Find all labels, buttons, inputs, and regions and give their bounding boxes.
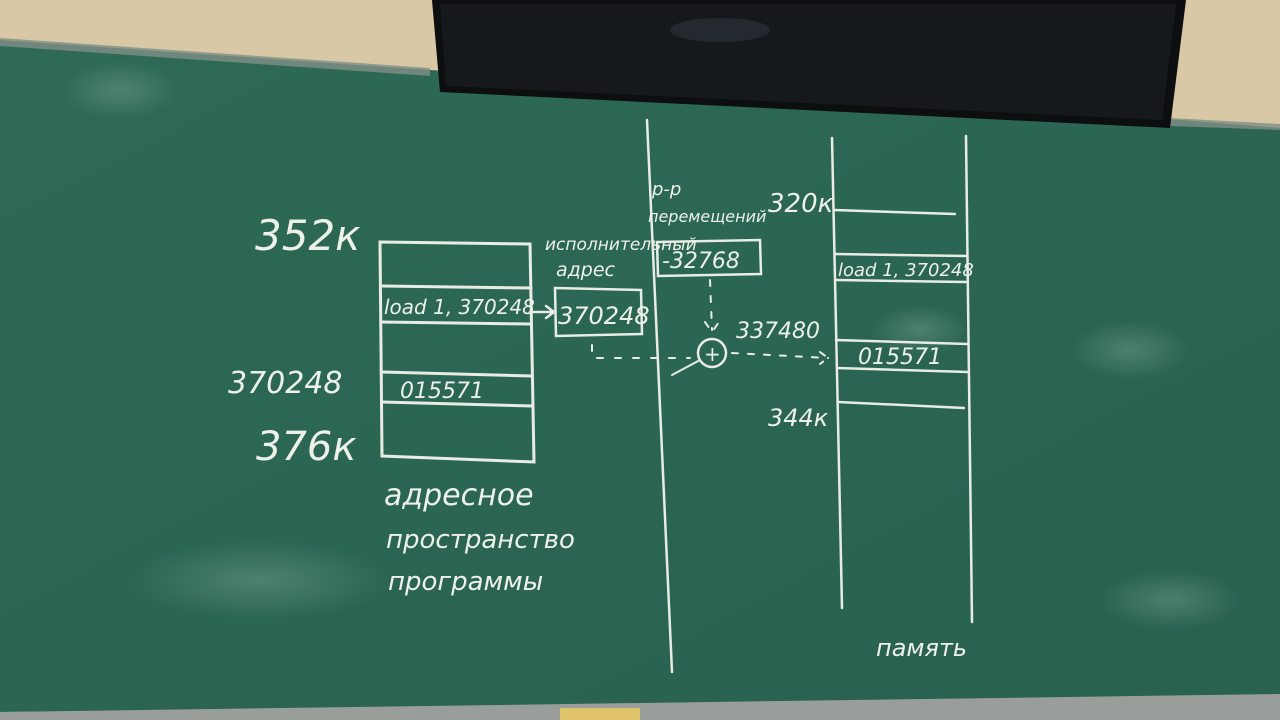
memory-block: 320к load 1, 370248 015571 344к память	[768, 134, 974, 662]
television	[432, 0, 1186, 128]
reloc-title-line1: р-р	[651, 179, 681, 200]
program-caption-line1: адресное	[384, 478, 534, 513]
arrow-right	[528, 304, 557, 320]
memory-row-value: 015571	[858, 345, 942, 370]
reloc-value: -32768	[662, 249, 740, 274]
program-row-value: 015571	[400, 379, 484, 404]
chalkboard	[0, 38, 1280, 720]
exec-address-value: 370248	[558, 302, 650, 330]
adder-input-stroke	[671, 359, 701, 376]
memory-row-load: load 1, 370248	[838, 260, 974, 281]
dashed-arrow-to-memory	[731, 351, 830, 365]
reloc-title-line2: перемещений	[648, 207, 766, 226]
adder-symbol: +	[704, 342, 721, 366]
program-address-label: 370248	[228, 366, 343, 401]
program-top-label: 352к	[255, 211, 361, 260]
exec-title-line1: исполнительный	[545, 235, 697, 255]
memory-caption: память	[876, 634, 967, 662]
program-row-load: load 1, 370248	[384, 295, 535, 319]
exec-address-block: исполнительный адрес 370248	[545, 235, 697, 359]
divider-line-1	[645, 118, 674, 674]
relocation-register-block: р-р перемещений -32768	[648, 179, 766, 334]
memory-top-label: 320к	[768, 189, 834, 219]
adder-result: 337480	[736, 319, 820, 344]
program-address-space: 352к load 1, 370248 370248 015571 376к а…	[228, 211, 575, 597]
chalk-piece	[560, 708, 640, 720]
program-caption-line3: программы	[388, 567, 543, 597]
adder-block: + 337480	[671, 319, 830, 376]
memory-bottom-label: 344к	[768, 404, 829, 432]
program-bottom-label: 376к	[256, 424, 357, 470]
exec-title-line2: адрес	[556, 259, 616, 281]
program-caption-line2: пространство	[386, 525, 575, 555]
reloc-down-arrow	[704, 279, 720, 334]
